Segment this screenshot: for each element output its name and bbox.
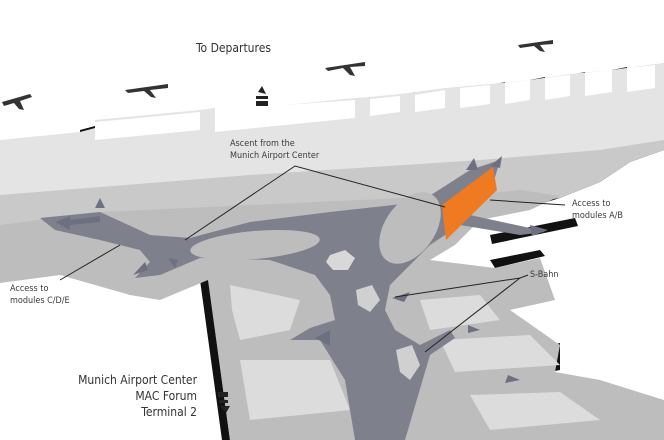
departures-arrow-icon	[256, 86, 268, 106]
plane-icons	[2, 40, 553, 110]
ascent-escalator-highlight	[442, 167, 497, 240]
access-ab-line: modules A/B	[572, 211, 623, 221]
leader-lines	[59, 165, 566, 353]
access-ab-label: Access to modules A/B	[572, 198, 623, 222]
roundabout	[326, 250, 355, 270]
access-cde-line: modules C/D/E	[10, 296, 70, 306]
sbahn-label: S-Bahn	[530, 270, 559, 280]
floor-lightzones	[230, 285, 600, 430]
plane-icon	[518, 40, 553, 52]
mac-label-line: MAC Forum	[135, 389, 197, 403]
mac-label: Munich Airport Center MAC Forum Terminal…	[78, 372, 197, 420]
sbahn-escalator	[396, 345, 420, 380]
plane-icon	[2, 94, 32, 110]
sbahn-escalator	[356, 285, 380, 312]
to-departures-label: To Departures	[196, 41, 271, 55]
mac-label-line: Munich Airport Center	[78, 373, 197, 387]
mac-arrow-icon	[218, 392, 230, 413]
access-ab-line: Access to	[572, 199, 611, 209]
ascent-label-line: Munich Airport Center	[230, 151, 320, 161]
direction-arrows	[55, 156, 548, 383]
access-cde-line: Access to	[10, 284, 49, 294]
access-cde-label: Access to modules C/D/E	[10, 283, 70, 307]
plane-icon	[125, 84, 168, 98]
ascent-label-line: Ascent from the	[230, 139, 295, 149]
ascent-label: Ascent from the Munich Airport Center	[230, 138, 319, 162]
mac-label-line: Terminal 2	[141, 405, 197, 419]
plane-icon	[325, 62, 365, 76]
